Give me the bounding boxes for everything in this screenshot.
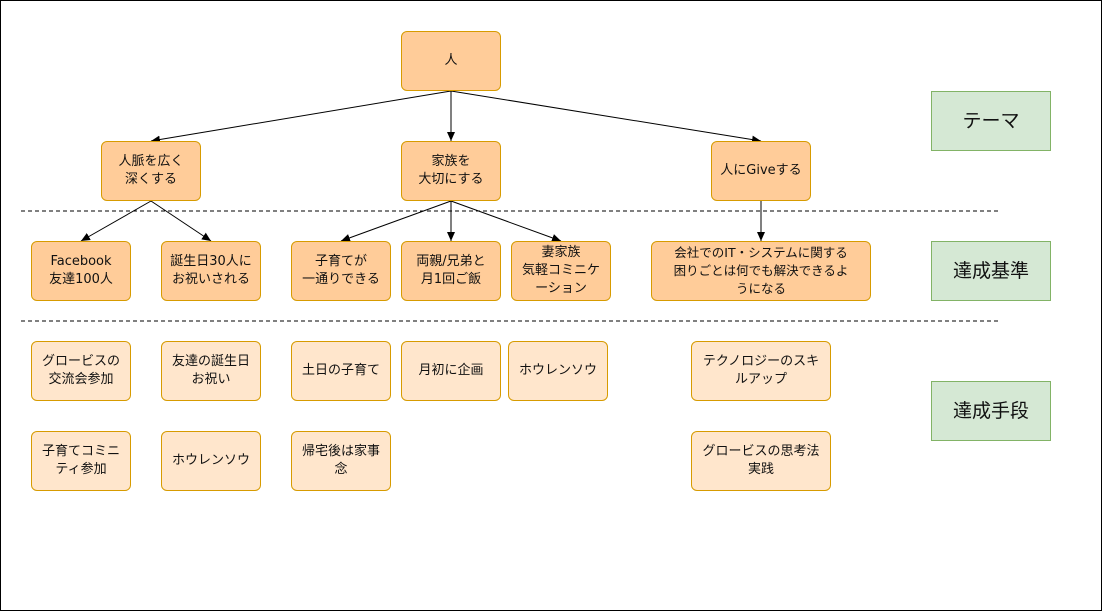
theme-node-network[interactable]: 人脈を広く 深くする (101, 141, 201, 201)
criteria-node-wife-family[interactable]: 妻家族 気軽コミニケ ーション (511, 241, 611, 301)
edge-theme1-criteria2 (150, 200, 212, 242)
criteria-node-parents[interactable]: 両親/兄弟と 月1回ご飯 (401, 241, 501, 301)
means-node-horenso-2[interactable]: ホウレンソウ (161, 431, 261, 491)
means-node-weekend-childcare[interactable]: 土日の子育て (291, 341, 391, 401)
edge-root-theme1 (150, 90, 452, 144)
criteria-node-it-support[interactable]: 会社でのIT・システムに関する 困りごとは何でも解決できるよ うになる (651, 241, 871, 301)
means-node-childcare-community[interactable]: 子育てコミニ ティ参加 (31, 431, 131, 491)
criteria-node-birthday[interactable]: 誕生日30人に お祝いされる (161, 241, 261, 301)
level-label-theme: テーマ (931, 91, 1051, 151)
criteria-node-childcare[interactable]: 子育てが 一通りできる (291, 241, 391, 301)
level-label-means: 達成手段 (931, 381, 1051, 441)
edge-theme2-criteria3 (340, 200, 452, 242)
means-node-globis-thinking[interactable]: グロービスの思考法 実践 (691, 431, 831, 491)
edge-theme1-criteria1 (80, 200, 152, 242)
criteria-node-facebook[interactable]: Facebook 友達100人 (31, 241, 131, 301)
means-node-horenso[interactable]: ホウレンソウ (508, 341, 608, 401)
theme-node-give[interactable]: 人にGiveする (711, 141, 811, 201)
means-node-tech-skillup[interactable]: テクノロジーのスキ ルアップ (691, 341, 831, 401)
edge-root-theme3 (450, 90, 762, 144)
means-node-friend-birthday[interactable]: 友達の誕生日 お祝い (161, 341, 261, 401)
means-node-housework[interactable]: 帰宅後は家事 念 (291, 431, 391, 491)
edge-theme2-criteria5 (450, 200, 562, 242)
root-node[interactable]: 人 (401, 31, 501, 91)
theme-node-family[interactable]: 家族を 大切にする (401, 141, 501, 201)
level-label-criteria: 達成基準 (931, 241, 1051, 301)
means-node-globis-meetup[interactable]: グロービスの 交流会参加 (31, 341, 131, 401)
means-node-monthly-plan[interactable]: 月初に企画 (401, 341, 501, 401)
